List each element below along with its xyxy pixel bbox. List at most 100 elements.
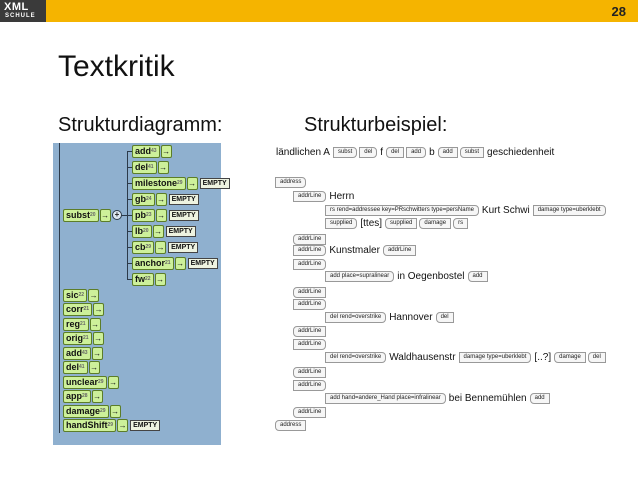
diagram-child-lb[interactable]: lb20→EMPTY [132,224,196,238]
expand-arrow-icon[interactable]: → [91,390,103,403]
example-line: addrLine [292,406,327,418]
diagram-child-fw[interactable]: fw22→ [132,272,166,286]
diagram-child-del[interactable]: del41→ [132,160,169,174]
element-count: 20 [90,211,96,218]
open-tag: addrLine [293,298,327,310]
expand-arrow-icon[interactable]: → [186,176,198,190]
close-tag: addrLine [293,286,327,298]
expand-arrow-icon[interactable]: → [109,404,121,418]
diagram-child-anchor[interactable]: anchor21→EMPTY [132,256,218,270]
element-name: fw [135,273,145,284]
diagram-child-label: add43 [132,144,160,158]
close-tag: damage [419,217,452,229]
example-text: f [380,146,384,158]
diagram-child-add[interactable]: add43→ [132,144,172,158]
diagram-child-milestone[interactable]: milestone29→EMPTY [132,176,230,190]
expand-arrow-icon[interactable]: → [107,375,119,389]
diagram-child-label: lb20 [132,224,152,238]
close-tag: damage [554,351,586,363]
close-tag: add [437,146,458,158]
diagram-lower-unclear[interactable]: unclear29→ [63,375,119,389]
diagram-lower-orig[interactable]: orig21→ [63,332,104,345]
expand-arrow-icon[interactable]: → [155,192,167,206]
example-line: addrLine [292,338,327,350]
example-line: addrLine [292,325,327,337]
open-tag: add hand=andere_Hand place=infralinear [325,392,446,404]
expand-arrow-icon[interactable]: → [88,361,100,374]
expand-arrow-icon[interactable]: → [91,346,103,360]
diagram-lower-sic[interactable]: sic22→ [63,288,100,302]
expand-arrow-icon[interactable]: → [99,208,111,222]
expand-arrow-icon[interactable]: → [152,224,164,238]
root-connector-line [121,215,127,216]
element-name: damage [66,405,101,416]
diagram-lower-corr[interactable]: corr21→ [63,303,105,316]
expand-arrow-icon[interactable]: → [92,332,104,345]
diagram-lower-app[interactable]: app28→ [63,390,103,403]
diagram-child-cb[interactable]: cb29→EMPTY [132,240,199,254]
diagram-child-label: milestone29 [132,176,186,190]
empty-badge: EMPTY [168,193,199,205]
open-tag: damage type=uberklebt [532,204,606,216]
element-name: del [135,161,149,172]
close-tag: addrLine [293,406,327,418]
diagram-child-label: anchor21 [132,256,174,270]
open-tag: del rend=overstrike [325,311,387,323]
element-count: 22 [145,275,151,282]
expand-arrow-icon[interactable]: → [155,240,167,254]
expand-arrow-icon[interactable]: → [174,256,186,270]
expand-arrow-icon[interactable]: → [157,160,169,174]
expand-arrow-icon[interactable]: → [88,288,100,302]
child-connector-line [127,215,132,216]
close-tag: addrLine [382,244,417,256]
diagram-child-label: pb23 [132,208,155,222]
expand-arrow-icon[interactable]: → [117,419,129,432]
diagram-lower-del[interactable]: del41→ [63,361,100,374]
open-tag: supplied [325,217,358,229]
example-text: bei Bennemühlen [448,392,527,404]
element-name: del [66,362,80,372]
element-name: anchor [135,257,166,268]
expand-arrow-icon[interactable]: → [155,208,167,222]
diagram-lower-label: del41 [63,361,88,374]
expand-arrow-icon[interactable]: → [154,272,166,286]
expand-arrow-icon[interactable]: → [160,144,172,158]
element-count: 21 [165,259,171,266]
diagram-child-pb[interactable]: pb23→EMPTY [132,208,199,222]
empty-badge: EMPTY [168,241,199,253]
open-tag: subst [332,146,358,158]
diagram-lower-add[interactable]: add43→ [63,346,103,360]
example-text: Herrn [329,190,355,202]
element-count: 22 [78,291,85,298]
diagram-lower-reg[interactable]: reg21→ [63,317,101,331]
diagram-lower-handShift[interactable]: handShift29→EMPTY [63,419,161,432]
expand-arrow-icon[interactable]: → [89,317,101,331]
diagram-child-gb[interactable]: gb24→EMPTY [132,192,199,206]
element-count: 29 [145,243,152,250]
element-name: add [66,347,83,358]
element-count: 29 [100,407,106,414]
close-tag: add [529,392,550,404]
expand-arrow-icon[interactable]: → [93,303,105,316]
diagram-root-subst[interactable]: subst20→ [63,208,111,222]
element-count: 41 [148,163,154,170]
diagram-lower-damage[interactable]: damage29→ [63,404,121,418]
example-text: Kurt Schwi [481,204,530,216]
element-count: 24 [146,195,152,202]
empty-badge: EMPTY [199,177,230,189]
example-line: address [274,176,307,188]
element-count: 21 [83,335,89,341]
child-connector-line [127,167,132,168]
example-line: addrLine [292,366,327,378]
empty-badge: EMPTY [165,225,196,237]
example-line: rs rend=addressee key=PRschwitters type=… [324,204,607,216]
example-line: addrLine [292,233,327,245]
element-name: corr [66,304,84,314]
example-text: Kunstmaler [329,244,380,256]
open-tag: rs rend=addressee key=PRschwitters type=… [325,204,479,216]
